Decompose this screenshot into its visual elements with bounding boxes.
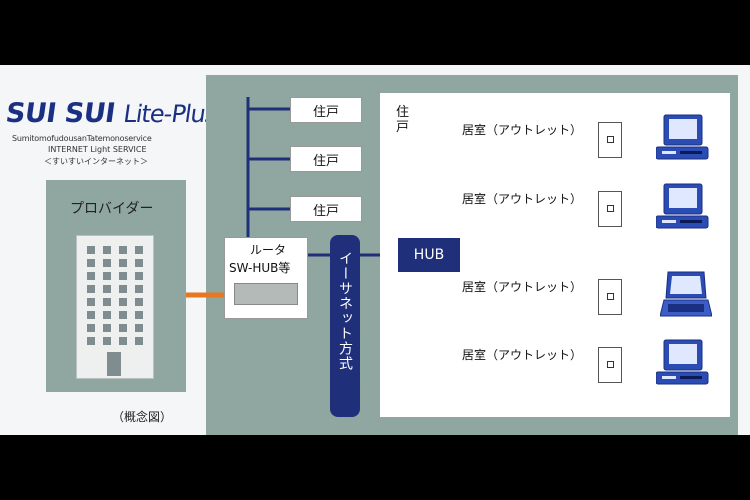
building-window [135,311,143,319]
building-window [103,285,111,293]
unit-box-3: 住戸 [290,196,362,222]
router-box [224,237,308,319]
desktop-pc-icon [656,183,709,229]
outlet-2 [598,191,622,227]
desktop-pc-icon [656,114,709,160]
outlet-3 [598,279,622,315]
building-window [135,259,143,267]
logo-company-name: SumitomofudousanTatemonoservice [12,134,152,143]
room-label-2: 居室（アウトレット） [462,192,583,206]
building-window [135,285,143,293]
building-window [119,298,127,306]
building-window [135,337,143,345]
dwelling-label: 住戸 [396,105,410,135]
concept-diagram-label: （概念図） [112,410,173,424]
building-window [87,285,95,293]
room-label-1: 居室（アウトレット） [462,123,583,137]
diagram-panel: SUI SUI Lite-Plus SumitomofudousanTatemo… [0,65,750,435]
building-window [87,298,95,306]
building-window [103,337,111,345]
building-window [103,246,111,254]
provider-label: プロバイダー [70,201,154,217]
outlet-1 [598,122,622,158]
building-window [119,246,127,254]
building-window [103,311,111,319]
ethernet-bar [330,235,360,417]
room-label-3: 居室（アウトレット） [462,280,583,294]
building-door [107,352,121,376]
building-icon [76,235,154,379]
building-window [119,259,127,267]
outlet-4 [598,347,622,383]
building-window [135,246,143,254]
logo-japanese-name: ＜すいすいインターネット＞ [44,157,148,166]
ethernet-label: イーサネット方式 [337,251,353,371]
building-window [119,272,127,280]
building-window [119,337,127,345]
building-window [87,246,95,254]
building-window [103,324,111,332]
building-window [87,337,95,345]
building-window [119,324,127,332]
building-window [87,324,95,332]
router-label: ルータ [250,243,287,257]
unit-box-1: 住戸 [290,97,362,123]
router-device [234,283,298,305]
desktop-pc-icon [656,339,709,385]
building-window [103,259,111,267]
building-window [103,272,111,280]
building-window [119,311,127,319]
building-window [135,272,143,280]
building-window [87,259,95,267]
hub-box: HUB [398,238,460,272]
building-window [135,298,143,306]
building-window [87,272,95,280]
laptop-icon [660,271,712,317]
logo-service-name: INTERNET Light SERVICE [48,145,147,154]
sw-hub-label: SW-HUB等 [229,261,291,275]
building-window [135,324,143,332]
building-window [87,311,95,319]
building-window [103,298,111,306]
building-window [119,285,127,293]
room-label-4: 居室（アウトレット） [462,348,583,362]
unit-box-2: 住戸 [290,146,362,172]
